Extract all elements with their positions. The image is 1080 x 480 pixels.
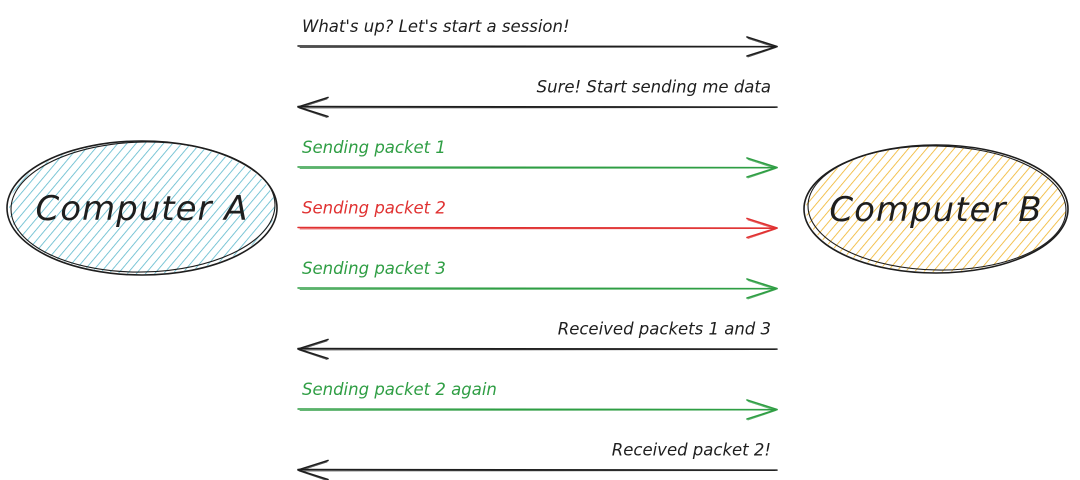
message-2-line: [297, 105, 778, 108]
message-5-label: Sending packet 3: [302, 259, 446, 278]
message-1[interactable]: What's up? Let's start a session!: [297, 17, 778, 58]
computer-a-fill: [9, 142, 275, 274]
message-8-line: [297, 468, 778, 471]
message-1-line: [297, 45, 778, 48]
message-8-arrowhead: [297, 459, 329, 480]
computer-b-fill: [806, 146, 1066, 272]
message-3-label: Sending packet 1: [302, 138, 446, 157]
message-8-arrowhead-sketch: [298, 461, 328, 480]
message-8[interactable]: Received packet 2!: [297, 441, 778, 480]
message-6-arrowhead-sketch: [298, 340, 328, 360]
message-7-label: Sending packet 2 again: [302, 380, 497, 399]
message-6-line: [297, 347, 778, 350]
message-7-arrowhead: [746, 399, 778, 420]
message-3-line: [297, 166, 778, 169]
message-4-arrowhead-sketch: [747, 219, 777, 239]
message-4[interactable]: Sending packet 2: [297, 199, 778, 239]
computer-b-outline: [803, 144, 1069, 274]
message-2[interactable]: Sure! Start sending me data: [297, 78, 778, 118]
computer-a-label: Computer A: [35, 189, 248, 229]
message-7-arrowhead-sketch: [747, 401, 777, 421]
computer-b-outline-sketch: [807, 145, 1067, 271]
message-5-line: [297, 287, 778, 290]
computer-a-outline-sketch: [10, 141, 276, 273]
message-5-arrowhead: [746, 278, 778, 299]
message-6-arrowhead: [297, 338, 329, 360]
message-arrows: What's up? Let's start a session! Sure! S…: [297, 17, 778, 480]
message-5[interactable]: Sending packet 3: [297, 259, 778, 300]
message-6-label: Received packets 1 and 3: [558, 320, 771, 339]
message-7-line: [297, 408, 778, 411]
computer-a-node[interactable]: Computer A: [6, 139, 278, 276]
message-2-arrowhead: [297, 96, 329, 118]
message-8-label: Received packet 2!: [612, 441, 771, 460]
message-5-arrowhead-sketch: [747, 280, 777, 300]
message-2-arrowhead-sketch: [298, 98, 328, 118]
message-3-arrowhead-sketch: [747, 159, 777, 179]
message-3-arrowhead: [746, 157, 778, 178]
message-2-label: Sure! Start sending me data: [537, 78, 771, 97]
message-3[interactable]: Sending packet 1: [297, 138, 778, 179]
computer-a-outline: [6, 140, 278, 276]
message-4-label: Sending packet 2: [302, 199, 446, 218]
message-1-label: What's up? Let's start a session!: [302, 17, 570, 36]
message-4-line: [297, 226, 778, 229]
computer-b-node[interactable]: Computer B: [803, 143, 1069, 274]
message-7[interactable]: Sending packet 2 again: [297, 380, 778, 421]
message-1-arrowhead-sketch: [747, 38, 777, 58]
message-4-arrowhead: [746, 217, 778, 239]
message-6[interactable]: Received packets 1 and 3: [297, 320, 778, 360]
computer-b-label: Computer B: [829, 190, 1042, 230]
message-1-arrowhead: [746, 36, 778, 57]
